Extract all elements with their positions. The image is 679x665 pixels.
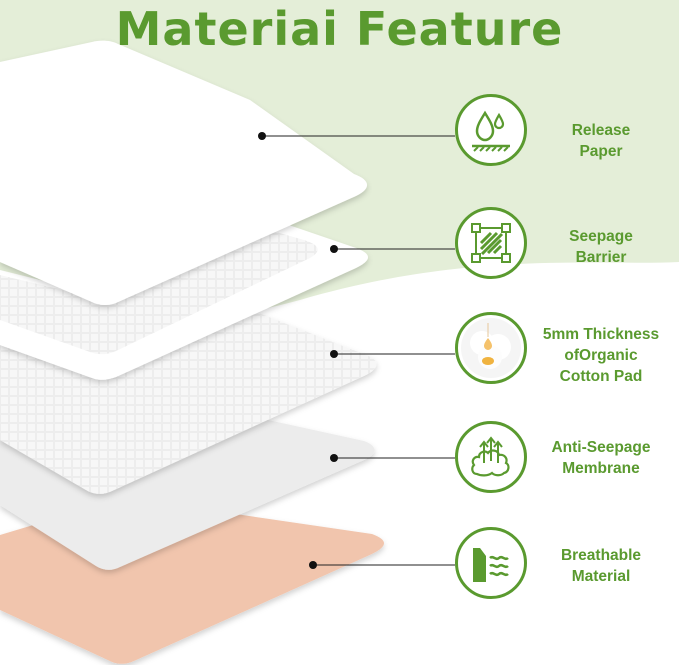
feature-label-anti-seepage-membrane: Anti-Seepage Membrane (551, 439, 651, 477)
cotton-pad-icon (455, 312, 527, 384)
feature-label-breathable-material: Breathable Material (560, 547, 642, 585)
feature-label-seepage-barrier: Seepage Barrier (569, 228, 633, 266)
connector-lines (262, 135, 455, 566)
feature-label-release-paper: Release Paper (571, 122, 631, 160)
cloud-arrows-icon (455, 421, 527, 493)
hatched-square-icon (455, 207, 527, 279)
water-drops-icon (455, 94, 527, 166)
layer-release-paper (0, 40, 368, 306)
feature-label-cotton-pad: 5mm Thickness ofOrganic Cotton Pad (542, 326, 660, 385)
page-title: Materiai Feature (115, 2, 564, 56)
layer-seepage-barrier (0, 221, 368, 380)
waves-icon (455, 527, 527, 599)
connector-dots (258, 132, 338, 569)
